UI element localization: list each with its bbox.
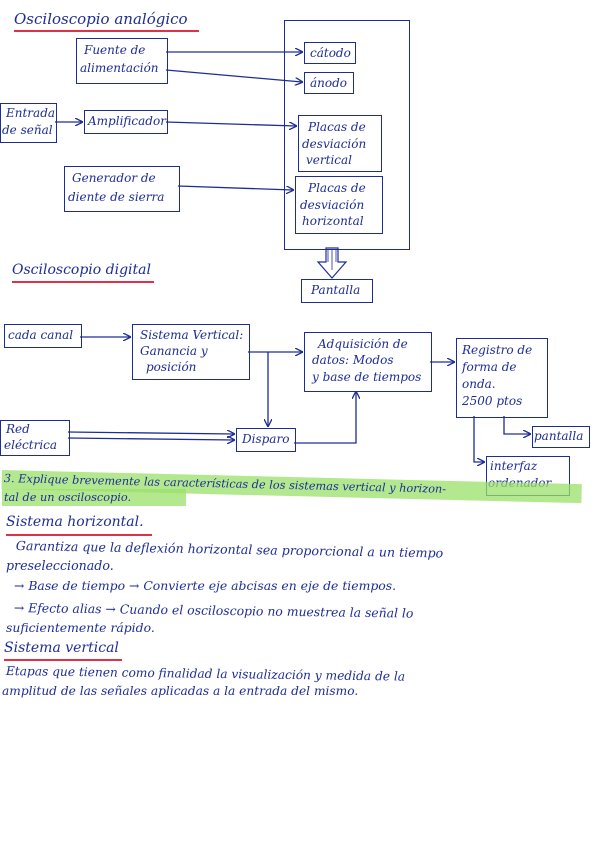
- entrada-label-1: Entrada: [6, 106, 56, 120]
- vertical-heading: Sistema vertical: [4, 640, 119, 656]
- entrada-box: [0, 103, 57, 143]
- cada-canal-label: cada canal: [8, 328, 74, 342]
- pantalla-digital-label: pantalla: [534, 429, 584, 443]
- question-highlight-2: [2, 489, 186, 506]
- placas-h-label-1: Placas de: [308, 181, 366, 195]
- registro-label-1: Registro de: [462, 343, 533, 357]
- fuente-label-1: Fuente de: [84, 43, 146, 57]
- adquisicion-label-1: Adquisición de: [318, 337, 408, 351]
- pantalla-analog-label: Pantalla: [311, 283, 361, 297]
- fuente-box: [76, 38, 168, 84]
- placas-v-label-1: Placas de: [308, 120, 366, 134]
- horizontal-heading-underline: [6, 534, 152, 536]
- horizontal-b1: → Base de tiempo → Convierte eje abcisas…: [14, 578, 397, 593]
- horizontal-b3: suficientemente rápido.: [6, 620, 155, 635]
- red-label-1: Red: [6, 422, 30, 436]
- amplificador-label: Amplificador: [88, 114, 166, 128]
- entrada-label-2: de señal: [2, 123, 53, 137]
- digital-title-underline: [12, 281, 154, 283]
- sistema-vertical-label-2: Ganancia y: [140, 344, 208, 358]
- anodo-label: ánodo: [310, 76, 348, 90]
- registro-label-3: onda.: [462, 377, 496, 391]
- question-line-2: tal de un osciloscopio.: [4, 491, 132, 504]
- registro-label-2: forma de: [462, 360, 517, 374]
- generador-box: [64, 166, 180, 212]
- generador-label-2: diente de sierra: [68, 190, 165, 204]
- red-label-2: eléctrica: [4, 438, 58, 452]
- fuente-label-2: alimentación: [80, 61, 159, 75]
- digital-title: Osciloscopio digital: [12, 262, 151, 278]
- adquisicion-label-2: datos: Modos: [312, 353, 394, 367]
- pantalla-analog-box: [301, 279, 373, 303]
- vertical-heading-underline: [4, 659, 122, 661]
- placas-h-label-2: desviación: [300, 198, 365, 212]
- placas-v-label-3: vertical: [306, 153, 352, 167]
- registro-label-4: 2500 ptos: [462, 394, 523, 408]
- anodo-box: [304, 72, 354, 94]
- placas-h-label-3: horizontal: [302, 214, 364, 228]
- vertical-p2: amplitud de las señales aplicadas a la e…: [2, 684, 359, 698]
- catodo-label: cátodo: [310, 46, 351, 60]
- adquisicion-label-3: y base de tiempos: [312, 370, 422, 384]
- horizontal-p2: preseleccionado.: [6, 558, 114, 573]
- horizontal-heading: Sistema horizontal.: [6, 514, 144, 530]
- pantalla-digital-box: [532, 426, 590, 448]
- analog-title-underline: [14, 30, 199, 32]
- generador-label-1: Generador de: [72, 171, 156, 185]
- disparo-box: [236, 428, 296, 452]
- catodo-box: [304, 42, 356, 64]
- cada-canal-box: [4, 324, 82, 348]
- analog-title: Osciloscopio analógico: [14, 10, 188, 28]
- sistema-vertical-label-1: Sistema Vertical:: [140, 328, 244, 342]
- placas-v-box: [298, 115, 382, 172]
- crt-outer-box: [284, 20, 410, 250]
- disparo-label: Disparo: [242, 432, 290, 446]
- interfaz-label-1: interfaz: [490, 459, 538, 473]
- sistema-vertical-label-3: posición: [146, 360, 197, 374]
- registro-box: [456, 338, 548, 418]
- placas-v-label-2: desviación: [302, 137, 367, 151]
- placas-h-box: [295, 176, 383, 234]
